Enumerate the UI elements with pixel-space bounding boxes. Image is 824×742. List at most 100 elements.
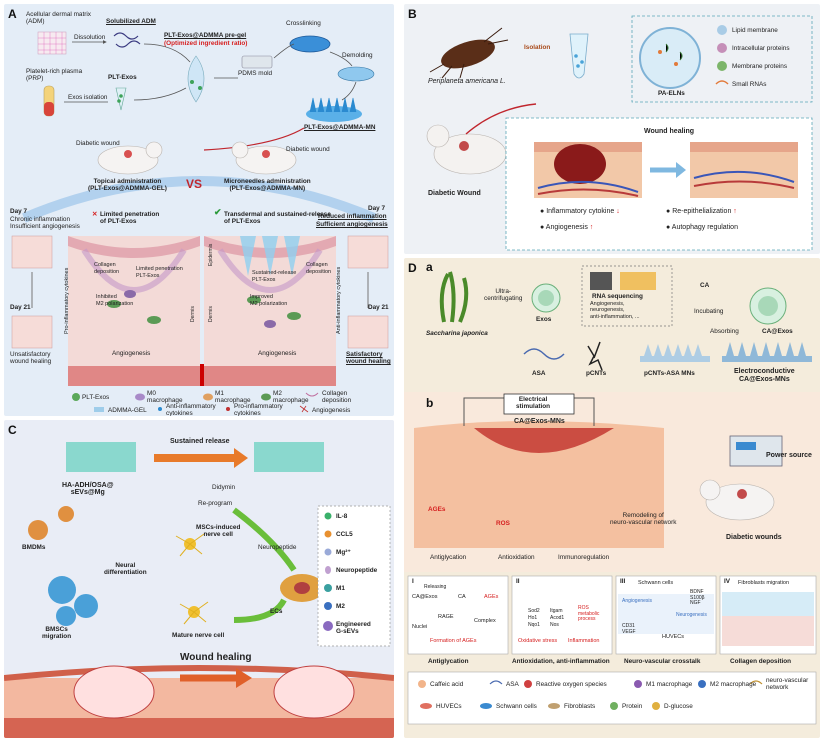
legend-fibroblasts: Fibroblasts: [564, 703, 596, 710]
sub-b-label: b: [426, 396, 434, 410]
wound-healing-label: Wound healing: [644, 128, 695, 135]
limited-pen-x: ✕: [92, 211, 98, 218]
legend-m1: M1 macrophage: [215, 390, 251, 405]
legend-il8: IL-8: [336, 513, 348, 520]
iii-cd31: CD31 VEGF: [622, 623, 636, 635]
ii-nos: Nos: [550, 622, 559, 628]
inhibited-label: Inhibited M2 polarization: [96, 294, 134, 308]
ii-ros-process: ROS metabolic process: [578, 605, 600, 623]
legend-ros: Reactive oxygen species: [536, 681, 607, 688]
sub-iii-title: Neuro-vascular crosstalk: [624, 658, 701, 665]
neuropeptide-label: Neuropeptide: [258, 544, 297, 551]
legend-schwann: Schwann cells: [496, 703, 537, 710]
asa-label: ASA: [532, 370, 546, 377]
iii-bdnf: BDNF S100β NGF: [690, 589, 705, 607]
legend-protein: Protein: [622, 703, 643, 710]
didymin-label: Didymin: [212, 484, 236, 491]
day21-right: Day 21: [368, 304, 389, 311]
ecs-label: ECs: [270, 608, 283, 615]
power-label: Power source: [766, 452, 812, 459]
legend-collagen: Collagen deposition: [322, 390, 352, 405]
rna-seq-label: RNA sequencing: [592, 293, 643, 300]
ca-exos-label: CA@Exos: [762, 328, 793, 335]
b-antiglycation: Antiglycation: [430, 554, 467, 561]
legend-m2: M2: [336, 603, 345, 610]
ii-ho1: Ho1: [528, 615, 538, 621]
diabetic-wound-label-2: Diabetic wound: [286, 146, 330, 153]
bmdms-label: BMDMs: [22, 544, 46, 551]
effect-inflammatory: ● Inflammatory cytokine ↓: [540, 208, 620, 215]
species-label: Periplaneta americana L.: [428, 78, 506, 85]
legend-mg: Mg²⁺: [336, 549, 351, 556]
legend-lipid: Lipid membrane: [732, 27, 778, 34]
incubating-label: Incubating: [694, 308, 724, 315]
iii-angiogenesis: Angiogenesis: [622, 598, 653, 604]
legend-intracellular: Intracellular proteins: [732, 45, 790, 52]
legend-membrane-proteins: Membrane proteins: [732, 63, 788, 70]
legend-anti: Anti-inflammatory cytokines: [166, 403, 216, 416]
panel-a-label: A: [8, 7, 17, 21]
dissolution-label: Dissolution: [74, 34, 106, 41]
improved-label: Improved M2 polarization: [250, 294, 288, 308]
effect-angiogenesis: ● Angiogenesis ↑: [540, 224, 594, 231]
demolding-label: Demolding: [342, 52, 373, 59]
i-ca: CA: [458, 594, 466, 600]
collagen-left: Collagen deposition: [94, 262, 120, 276]
exos-label: Exos: [536, 316, 552, 323]
wound-healing-label: Wound healing: [180, 652, 252, 663]
angio-left: Angiogenesis: [112, 350, 151, 357]
limited-pen-label: Limited penetration of PLT-Exos: [100, 211, 160, 226]
legend-m2: M2 macrophage: [273, 390, 309, 405]
ca-label: CA: [700, 282, 710, 289]
electro-label: Electroconductive CA@Exos-MNs: [734, 368, 795, 383]
panel-b-label: B: [408, 7, 417, 21]
exos-isolation-label: Exos isolation: [68, 94, 108, 101]
panel-c-illustration: [4, 442, 394, 738]
rna-list-label: Angiogenesis, neurogenesis, anti-inflamm…: [590, 301, 640, 320]
remodeling-label: Remodeling of neuro-vascular network: [610, 512, 677, 527]
iii-neurogenesis: Neurogenesis: [676, 612, 707, 618]
legend-dglucose: D-glucose: [664, 703, 693, 710]
effect-reepithelial: ● Re-epithelialization ↑: [666, 208, 737, 215]
sub-ii-title: Antioxidation, anti-inflammation: [512, 658, 610, 665]
panel-a-illustration: [11, 31, 389, 413]
pdms-label: PDMS mold: [238, 70, 273, 77]
anti-infl-label: Anti-inflammatory cytokines: [336, 266, 342, 334]
panel-d-label: D: [408, 261, 417, 275]
panel-b: B Periplaneta americana L. Isolation PA-…: [404, 4, 820, 254]
sat-label: Satisfactory wound healing: [346, 351, 391, 366]
ii-inflammation: Inflammation: [568, 638, 600, 644]
ii-itgam: Itgam: [550, 608, 563, 614]
legend-angio: Angiogenesis: [312, 407, 351, 414]
panel-b-illustration: [426, 15, 813, 251]
legend-huvecs: HUVECs: [436, 703, 462, 710]
panel-a: A Acellular dermal matrix (ADM) Dissolut…: [4, 4, 394, 416]
crosslinking-label: Crosslinking: [286, 20, 321, 27]
hydrogel-label: HA-ADH/OSA@ sEVs@Mg: [62, 482, 114, 497]
solubilized-adm-label: Solubilized ADM: [106, 18, 156, 25]
diabetic-wound-label: Diabetic Wound: [428, 190, 481, 197]
ii-acod1: Acod1: [550, 615, 565, 621]
transdermal-label: Transdermal and sustained-release of PLT…: [224, 211, 331, 226]
mature-label: Mature nerve cell: [172, 632, 225, 639]
panel-c-label: C: [8, 423, 17, 437]
mscs-nerve-label: MSCs-induced nerve cell: [196, 524, 241, 539]
sub-iv-title: Collagen deposition: [730, 658, 792, 665]
legend-ccl5: CCL5: [336, 531, 353, 538]
pcnts-mns-label: pCNTs-ASA MNs: [644, 370, 695, 377]
diabetic-wounds-label: Diabetic wounds: [726, 534, 782, 541]
ii-sod2: Sod2: [528, 608, 540, 614]
i-releasing: Releasing: [424, 584, 447, 590]
optimized-label: (Optimized ingredient ratio): [164, 40, 248, 47]
legend-m0: M0 macrophage: [147, 390, 183, 405]
epidermis-label: Epidermis: [208, 243, 214, 266]
legend-pro: Pro-inflammatory cytokines: [234, 403, 283, 416]
saccharina-label: Saccharina japonica: [426, 330, 488, 337]
pregel-label: PLT-Exos@ADMMA pre-gel: [164, 32, 247, 39]
collagen-right: Collagen deposition: [306, 262, 332, 276]
legend-asa: ASA: [506, 681, 519, 688]
adm-label: Acellular dermal matrix (ADM): [26, 11, 91, 26]
prp-label: Platelet-rich plasma (PRP): [26, 68, 83, 83]
i-ages: AGEs: [484, 594, 499, 600]
neural-diff-label: Neural differentiation: [104, 562, 147, 577]
